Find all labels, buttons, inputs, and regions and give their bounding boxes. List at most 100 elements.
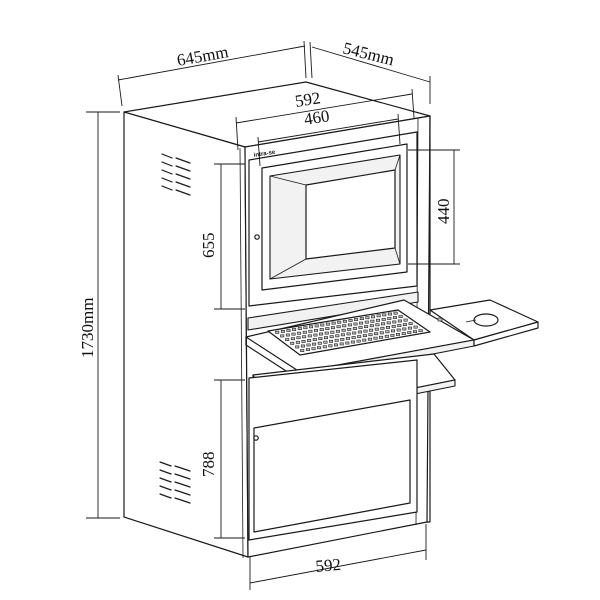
keyboard-key: [346, 332, 351, 336]
cabinet-right-edge: [426, 115, 431, 523]
keyboard-key: [329, 335, 334, 339]
keyboard-key: [380, 326, 385, 330]
keyboard-key: [323, 336, 328, 340]
dim-lower-door-height: 788: [199, 379, 245, 539]
keyboard-key: [384, 334, 389, 338]
keyboard-key: [401, 332, 406, 335]
keyboard-key: [325, 322, 330, 326]
keyboard-key: [418, 329, 423, 333]
keyboard-key: [385, 330, 390, 334]
keyboard-key: [392, 320, 397, 324]
keyboard-key: [392, 316, 397, 319]
keyboard-key: [286, 329, 291, 332]
keyboard-key: [397, 319, 402, 323]
keyboard-key: [307, 339, 312, 342]
keyboard-key: [280, 329, 285, 333]
keyboard-key: [403, 318, 408, 322]
keyboard-key: [412, 330, 417, 334]
keyboard-keys: [275, 311, 423, 353]
dim-label-monitor-opening: 592: [294, 88, 322, 111]
keyboard-key: [359, 321, 364, 325]
keyboard-key: [402, 323, 407, 327]
keyboard-key: [302, 335, 307, 339]
keyboard-key: [362, 338, 367, 342]
keyboard-key: [368, 333, 373, 337]
keyboard-key: [317, 341, 322, 345]
keyboard-key: [376, 314, 381, 318]
keyboard-key: [341, 328, 346, 332]
keyboard-key: [330, 330, 335, 334]
keyboard-key: [313, 333, 318, 337]
keyboard-key: [386, 321, 391, 325]
keyboard-key: [348, 318, 353, 322]
keyboard-key: [335, 334, 340, 338]
dim-label-overall-depth: 545mm: [341, 38, 396, 69]
keyboard-key: [347, 327, 352, 331]
dim-label-monitor-door-height: 655: [199, 233, 218, 259]
keyboard-key: [357, 330, 362, 334]
keyboard-key: [356, 339, 361, 343]
keyboard-key: [318, 332, 323, 336]
keyboard-key: [402, 327, 407, 331]
keyboard-key: [280, 334, 285, 338]
keyboard-key: [367, 337, 372, 341]
keyboard-key: [375, 318, 380, 322]
keyboard-key: [357, 335, 362, 339]
keyboard-key: [285, 338, 290, 342]
lower-door-panel: [253, 399, 411, 533]
keyboard-key: [365, 316, 370, 320]
keyboard-key: [322, 345, 327, 349]
keyboard-key: [308, 329, 313, 333]
dim-overall-height: 1730mm: [78, 111, 120, 519]
keyboard-key: [300, 349, 305, 353]
keyboard-key: [333, 343, 338, 347]
keyboard-key: [385, 325, 390, 329]
keyboard-key: [334, 338, 339, 342]
keyboard-key: [408, 322, 413, 326]
keyboard-key: [413, 325, 418, 329]
keyboard-key: [379, 331, 384, 335]
keyboard-key: [359, 317, 364, 321]
monitor-screen: [305, 169, 396, 260]
lower-door-lock-icon: [253, 435, 259, 441]
monitor-door-lock-icon: [254, 234, 260, 240]
keyboard-key: [390, 333, 395, 337]
keyboard-key: [317, 346, 322, 350]
keyboard-key: [352, 327, 357, 330]
dim-label-overall-width: 645mm: [175, 42, 229, 70]
keyboard-key: [351, 336, 356, 339]
keyboard-key: [342, 319, 347, 323]
brand-label: intra-se: [253, 150, 276, 159]
keyboard-key: [312, 342, 317, 346]
keyboard-key: [363, 329, 368, 333]
keyboard-key: [375, 323, 380, 327]
keyboard-key: [345, 336, 350, 340]
keyboard-tray-back: [247, 291, 419, 331]
keyboard-key: [379, 335, 384, 339]
shelf-button-icon: [437, 317, 443, 322]
keyboard-key: [381, 317, 386, 321]
keyboard-key: [296, 336, 301, 340]
keyboard-key: [347, 323, 352, 327]
keyboard-key: [306, 343, 311, 347]
keyboard-key: [370, 315, 375, 319]
keyboard-key: [353, 322, 358, 326]
keyboard-key: [295, 345, 300, 349]
dim-label-lower-door-height: 788: [199, 452, 218, 478]
keyboard-key: [407, 326, 412, 330]
keyboard-key: [387, 312, 392, 316]
keyboard-key: [364, 320, 369, 324]
keyboard-key: [391, 324, 396, 328]
keyboard-key: [387, 317, 392, 320]
keyboard-key: [328, 344, 333, 348]
keyboard-key: [330, 326, 335, 330]
dim-monitor-opening: 592: [235, 88, 415, 151]
dim-monitor-screen-height: 440: [408, 149, 460, 265]
keyboard-key: [285, 333, 290, 337]
keyboard-key: [369, 328, 374, 332]
keyboard-key: [302, 330, 307, 334]
keyboard-key: [337, 320, 342, 324]
cabinet-left-side: [123, 111, 249, 558]
keyboard-key: [364, 325, 369, 329]
